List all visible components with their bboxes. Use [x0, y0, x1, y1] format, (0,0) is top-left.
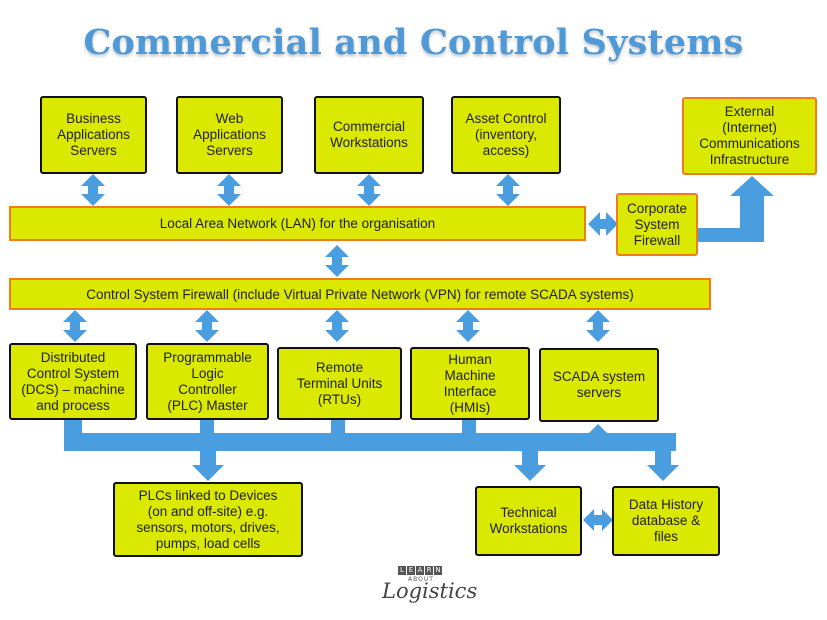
bus-network	[64, 420, 679, 481]
lan-bar: Local Area Network (LAN) for the organis…	[9, 206, 586, 241]
arrow-fw-dcs	[63, 310, 87, 342]
hmi-box: Human Machine Interface (HMIs)	[410, 347, 530, 420]
arrow-commercial-lan	[357, 174, 381, 206]
arrow-fw-scada	[586, 310, 610, 342]
rtu-box: Remote Terminal Units (RTUs)	[277, 347, 402, 420]
arrow-fw-hmi	[456, 310, 480, 342]
arrow-technical-history	[583, 509, 613, 531]
arrow-web-lan	[217, 174, 241, 206]
logo-about-text: ABOUT	[408, 576, 434, 583]
arrow-business-lan	[81, 174, 105, 206]
page-title: Commercial and Control Systems	[83, 22, 744, 63]
commercial-workstations-box: Commercial Workstations	[314, 96, 424, 174]
data-history-box: Data History database & files	[612, 486, 720, 556]
scada-servers-box: SCADA system servers	[539, 348, 659, 422]
arrow-fw-plc	[195, 310, 219, 342]
logo-wordmark: Logistics	[382, 579, 478, 603]
external-communications-box: External (Internet) Communications Infra…	[682, 97, 817, 175]
plc-devices-box: PLCs linked to Devices (on and off-site)…	[113, 482, 303, 557]
dcs-box: Distributed Control System (DCS) – machi…	[9, 343, 137, 420]
business-applications-servers-box: Business Applications Servers	[40, 96, 147, 174]
plc-master-box: Programmable Logic Controller (PLC) Mast…	[146, 343, 269, 420]
arrow-firewall-external	[697, 176, 774, 242]
asset-control-box: Asset Control (inventory, access)	[451, 96, 561, 174]
arrow-lan-controlfirewall	[325, 245, 349, 277]
corporate-system-firewall-box: Corporate System Firewall	[616, 193, 698, 256]
arrow-lan-firewall	[588, 212, 618, 236]
technical-workstations-box: Technical Workstations	[475, 486, 582, 556]
arrow-asset-lan	[496, 174, 520, 206]
web-applications-servers-box: Web Applications Servers	[176, 96, 283, 174]
arrow-fw-rtu	[325, 310, 349, 342]
control-system-firewall-bar: Control System Firewall (include Virtual…	[9, 278, 711, 310]
